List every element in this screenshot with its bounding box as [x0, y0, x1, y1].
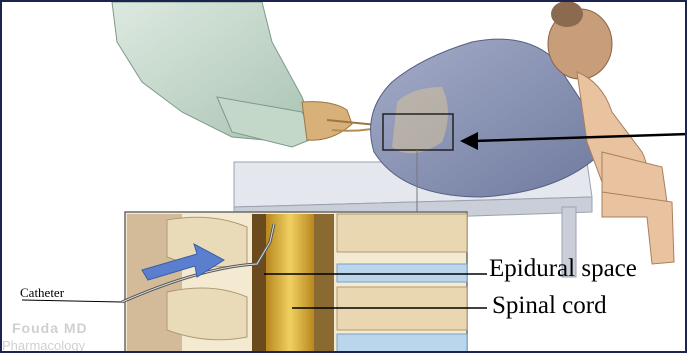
- catheter-label: Catheter: [20, 285, 64, 301]
- watermark-subject: Pharmacology: [2, 338, 85, 353]
- spinal-cord-label: Spinal cord: [492, 292, 607, 320]
- spine-inset: [22, 212, 487, 353]
- watermark-author: Fouda MD: [12, 320, 88, 336]
- epidural-space-label: Epidural space: [489, 255, 637, 283]
- doctor-figure: [112, 2, 387, 147]
